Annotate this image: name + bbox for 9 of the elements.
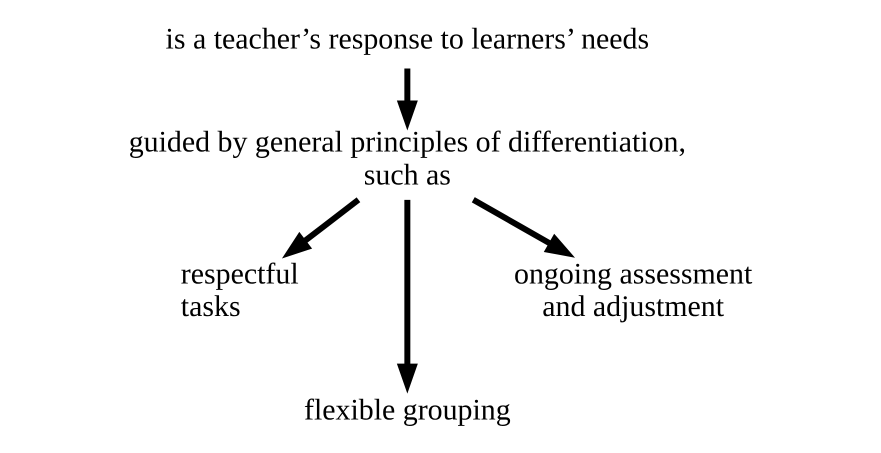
- node-text: guided by general principles of differentiation, such as: [128, 126, 686, 192]
- arrow: [396, 200, 418, 394]
- node-text: ongoing assessment and adjustment: [514, 257, 752, 324]
- arrow: [396, 68, 418, 130]
- node-text: flexible grouping: [304, 393, 510, 426]
- node-text: respectful tasks: [180, 257, 298, 324]
- arrow: [471, 197, 575, 258]
- node-text: is a teacher’s response to learners’ needs: [165, 22, 649, 56]
- arrow: [281, 197, 360, 258]
